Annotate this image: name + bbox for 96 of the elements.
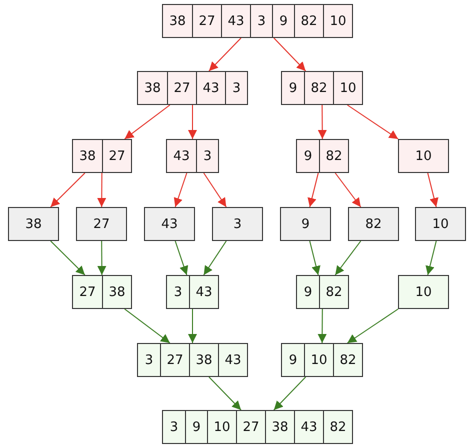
array-value: 38 [168,12,187,30]
array-value: 43 [172,148,191,166]
arrow [188,104,197,140]
array-value: 3 [196,140,218,172]
arrow [124,104,170,140]
array-box [137,343,248,377]
array-value: 38 [143,80,162,98]
array-value: 43 [221,5,250,37]
array-value: 82 [304,72,333,104]
array-value: 82 [319,276,348,308]
array-value: 27 [167,72,196,104]
array-value: 82 [319,140,348,172]
array-box [76,207,127,241]
array-box [296,275,349,309]
array-value: 43 [294,411,323,443]
array-value: 9 [302,284,314,302]
array-value: 27 [160,344,189,376]
array-value: 10 [431,216,450,234]
arrow [346,104,399,140]
array-value: 9 [288,80,298,98]
array-box [281,71,363,105]
arrow [346,308,399,344]
array-value: 38 [265,411,294,443]
array-value: 10 [304,344,333,376]
array-value: 43 [189,276,218,308]
array-value: 38 [189,344,218,376]
arrow [334,172,362,208]
arrow [50,240,86,276]
arrow [308,172,319,208]
array-box [281,343,363,377]
array-box [144,207,195,241]
array-value: 82 [333,344,362,376]
array-value: 43 [160,216,179,234]
array-value: 3 [232,216,243,234]
arrow [427,172,438,208]
arrow [208,38,242,72]
array-value: 82 [323,411,352,443]
array-box [398,275,449,309]
array-value: 9 [300,216,311,234]
array-value: 10 [414,148,433,166]
array-value: 82 [294,5,323,37]
arrow [97,172,106,208]
array-value: 3 [144,352,154,370]
array-value: 3 [168,418,180,436]
arrow [318,308,327,344]
array-box [162,4,353,38]
array-value: 9 [272,5,294,37]
array-value: 27 [236,411,265,443]
arrow [50,172,86,208]
arrow [273,376,306,410]
array-value: 3 [172,284,184,302]
array-value: 9 [302,148,314,166]
array-box [166,139,219,173]
arrow [273,38,306,72]
arrow [426,240,437,276]
array-value: 10 [207,411,236,443]
array-value: 27 [92,216,111,234]
array-box [212,207,263,241]
array-box [8,207,59,241]
arrow [174,240,188,276]
array-value: 43 [196,72,225,104]
array-box [415,207,466,241]
arrow [203,240,227,276]
array-value: 10 [323,5,352,37]
arrow [334,240,362,276]
array-value: 10 [333,72,362,104]
array-value: 38 [102,276,131,308]
array-value: 82 [364,216,383,234]
array-value: 3 [250,5,272,37]
array-box [280,207,331,241]
array-value: 43 [218,344,247,376]
array-box [348,207,399,241]
array-value: 10 [414,284,433,302]
array-value: 9 [288,352,298,370]
array-box [162,410,353,444]
array-value: 38 [78,148,97,166]
array-value: 38 [24,216,43,234]
array-box [137,71,248,105]
array-box [166,275,219,309]
array-box [72,275,132,309]
array-box [296,139,349,173]
array-value: 9 [185,411,207,443]
arrow [188,308,197,344]
arrow [174,172,188,208]
array-value: 27 [78,284,97,302]
array-value: 27 [192,5,221,37]
array-box [398,139,449,173]
arrow [309,240,320,276]
array-value: 27 [102,140,131,172]
array-box [72,139,132,173]
arrow [97,240,106,276]
arrow [318,104,327,140]
arrow [208,376,242,410]
arrow [203,172,227,208]
arrow [124,308,170,344]
array-value: 3 [225,72,247,104]
